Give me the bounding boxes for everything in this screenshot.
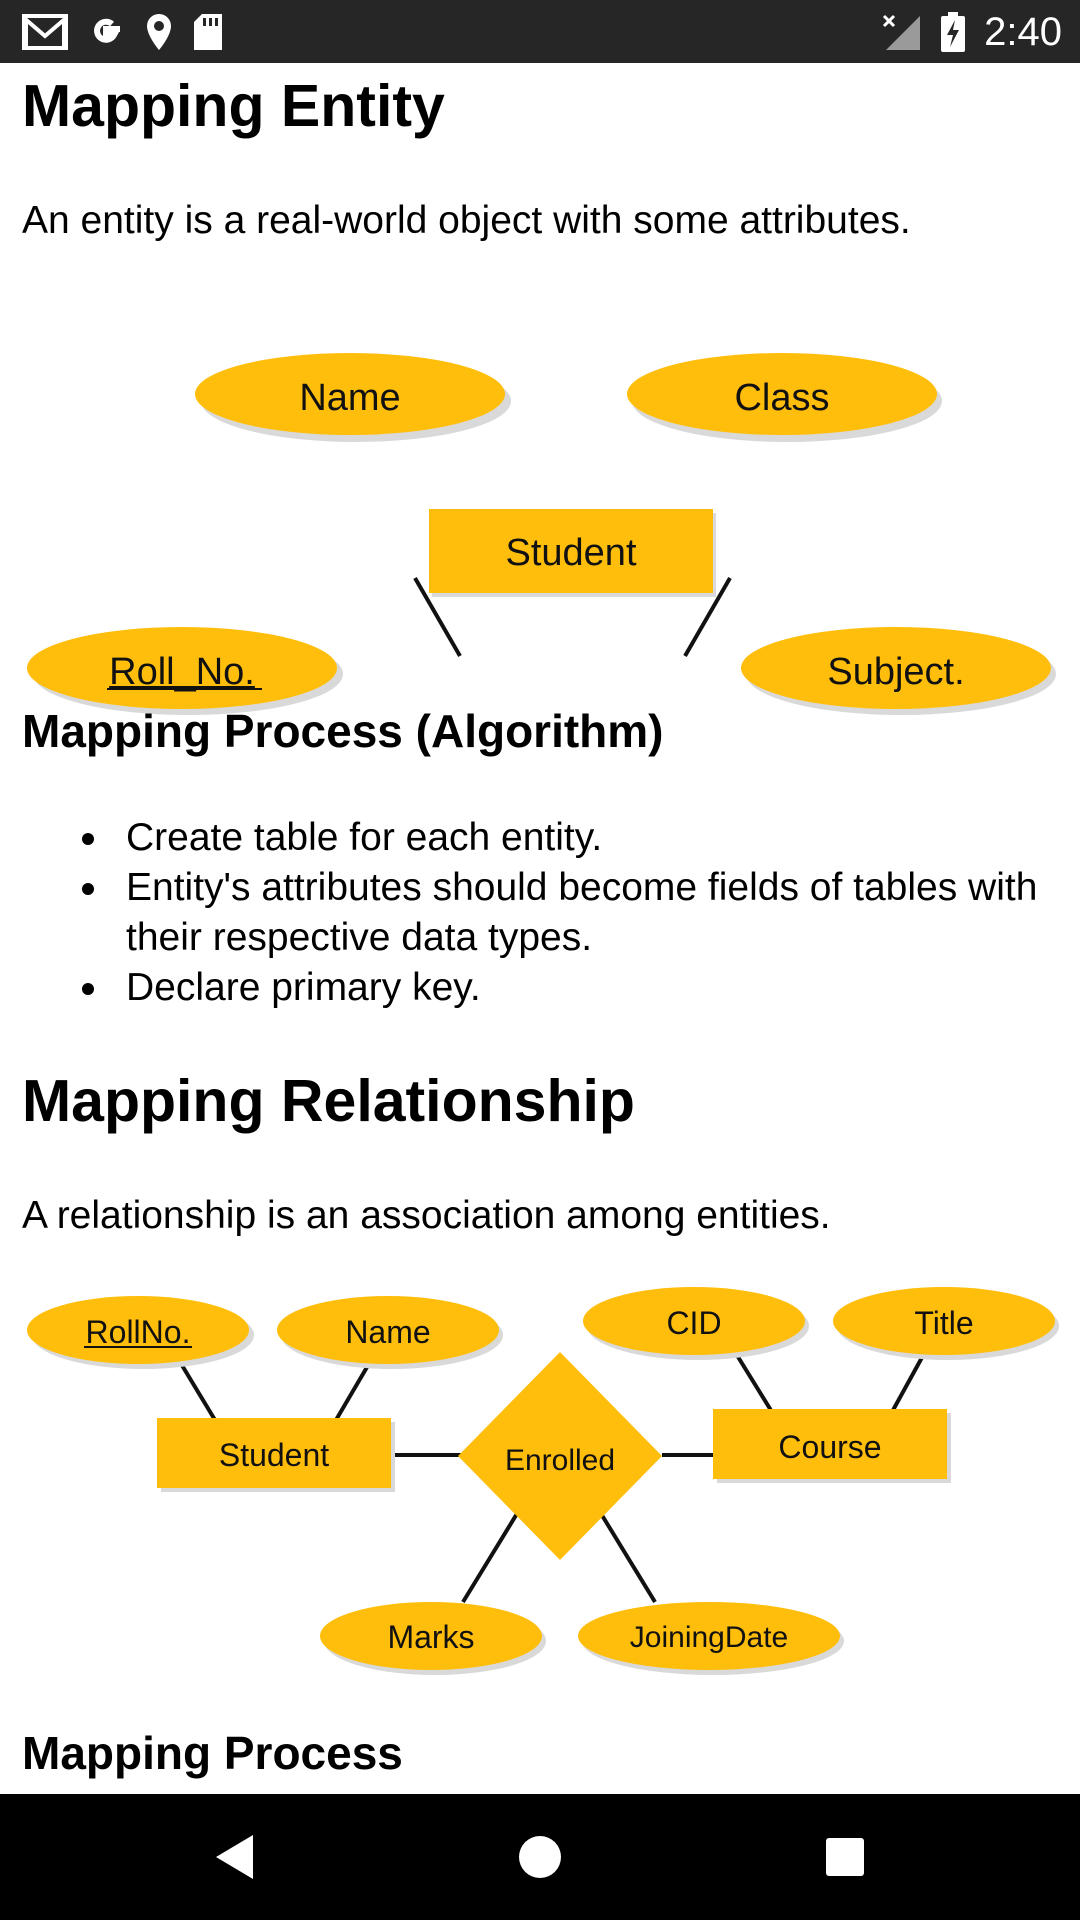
attribute-marks (320, 1602, 542, 1670)
entity-student-label: Student (219, 1437, 329, 1473)
section-title-mapping-process: Mapping Process (22, 1727, 403, 1779)
google-icon (86, 12, 126, 52)
location-icon (144, 12, 174, 52)
relationship-enrolled-label: Enrolled (505, 1444, 615, 1477)
attribute-marks-label: Marks (387, 1619, 474, 1655)
attribute-name-label: Name (299, 377, 400, 419)
entity-course (713, 1409, 947, 1479)
recents-button[interactable] (815, 1827, 875, 1887)
signal-off-icon (882, 12, 922, 52)
home-icon (519, 1836, 561, 1878)
battery-charging-icon (940, 12, 966, 52)
back-button[interactable] (205, 1827, 265, 1887)
section-title-mapping-process-algorithm: Mapping Process (Algorithm) (22, 705, 664, 757)
section-title-mapping-entity: Mapping Entity (22, 73, 445, 139)
list-item: Create table for each entity. (22, 813, 1062, 863)
entity-course-label: Course (778, 1429, 881, 1465)
entity-intro-text: An entity is a real-world object with so… (22, 199, 911, 242)
article-content[interactable]: Mapping Entity An entity is a real-world… (0, 63, 1080, 1794)
attribute-rollno (27, 1296, 249, 1364)
attribute-joiningdate (578, 1602, 840, 1670)
bullet-icon (82, 883, 94, 895)
relationship-diagram: RollNo. Name CID Title Student Enrolled … (27, 1287, 1059, 1675)
navigation-bar (0, 1794, 1080, 1920)
attribute-name (195, 353, 505, 435)
list-item: Declare primary key. (22, 963, 1062, 1013)
entity-diagram: Name Class Student Roll_No. Subject. (27, 353, 1056, 715)
attribute-subject-label: Subject. (827, 651, 964, 693)
process-bullet-list: Create table for each entity. Entity's a… (22, 813, 1062, 1013)
attribute-subject (741, 627, 1051, 709)
attribute-name (277, 1296, 499, 1364)
attribute-cid-label: CID (666, 1305, 721, 1341)
connector-line (413, 577, 462, 657)
attribute-roll-no-label: Roll_No. (109, 651, 255, 693)
list-item: Entity's attributes should become fields… (22, 863, 1062, 963)
attribute-class (627, 353, 937, 435)
section-title-mapping-relationship: Mapping Relationship (22, 1068, 635, 1134)
gmail-icon (22, 14, 68, 50)
entity-student (429, 509, 713, 593)
attribute-name-label: Name (345, 1314, 430, 1350)
attribute-title (833, 1287, 1055, 1355)
relationship-intro-text: A relationship is an association among e… (22, 1194, 831, 1237)
attribute-rollno-label: RollNo. (86, 1314, 191, 1350)
status-bar: 2:40 (0, 0, 1080, 63)
home-button[interactable] (510, 1827, 570, 1887)
attribute-title-label: Title (914, 1305, 973, 1341)
relationship-enrolled (458, 1352, 662, 1560)
sd-card-icon (192, 13, 224, 51)
attribute-joiningdate-label: JoiningDate (630, 1621, 788, 1654)
connector-line (683, 577, 732, 657)
bullet-icon (82, 833, 94, 845)
entity-student (157, 1418, 391, 1488)
attribute-class-label: Class (734, 377, 829, 419)
recents-icon (826, 1838, 864, 1876)
attribute-cid (583, 1287, 805, 1355)
back-icon (216, 1835, 253, 1879)
clock: 2:40 (984, 9, 1062, 54)
entity-student-label: Student (506, 532, 637, 574)
bullet-icon (82, 983, 94, 995)
